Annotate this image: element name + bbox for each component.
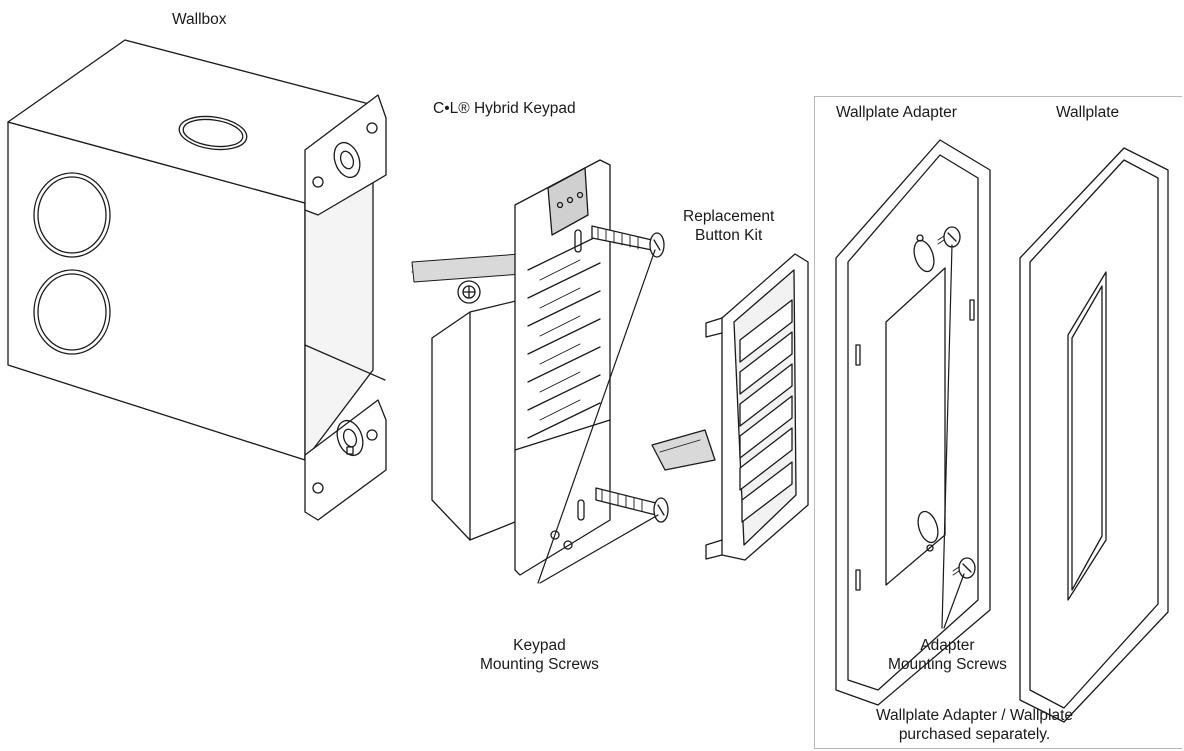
keypad-screw-top <box>592 226 664 257</box>
replacement-button-kit-illustration <box>652 254 808 560</box>
wallplate-illustration <box>1020 148 1168 722</box>
wallplate-adapter-label: Wallplate Adapter <box>836 104 957 121</box>
purchase-note: Wallplate Adapter / Wallplate purchased … <box>876 707 1074 743</box>
keypad-mounting-screws-label: Keypad Mounting Screws <box>480 637 599 673</box>
optional-parts-frame <box>814 96 1182 749</box>
keypad-label: C•L® Hybrid Keypad <box>433 100 576 117</box>
adapter-mounting-screws-label: Adapter Mounting Screws <box>888 637 1007 673</box>
wallplate-label: Wallplate <box>1056 104 1120 121</box>
keypad-screw-bottom <box>596 488 668 522</box>
keypad-screws-leader-lines <box>538 250 658 583</box>
wallbox-illustration <box>8 40 386 520</box>
adapter-screw-bottom <box>953 558 975 578</box>
keypad-illustration <box>412 160 610 575</box>
adapter-screws-leader-lines <box>942 245 964 628</box>
replacement-button-kit-label: Replacement Button Kit <box>683 208 775 244</box>
wallbox-label: Wallbox <box>172 11 227 28</box>
wallplate-adapter-illustration <box>836 140 990 705</box>
